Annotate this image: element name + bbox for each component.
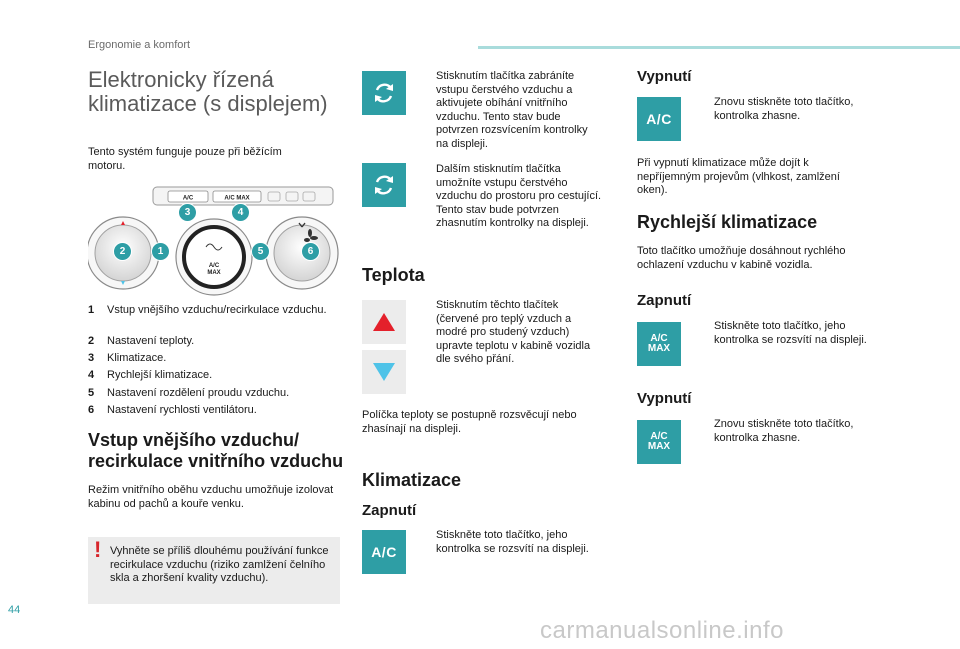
recirc-heading: Vstup vnějšího vzduchu/ recirkulace vnit… (88, 430, 343, 472)
page-title: Elektronicky řízená klimatizace (s displ… (88, 68, 328, 116)
panel-badge-2: 2 (113, 242, 132, 261)
panel-badge-1: 1 (151, 242, 170, 261)
legend-text: Nastavení rozdělení proudu vzduchu. (107, 387, 290, 399)
acmax-line2: MAX (647, 441, 671, 452)
acmax-line1: A/C (650, 431, 668, 442)
page-number: 44 (8, 604, 21, 616)
vypnuti-bullet-text: Znovu stiskněte toto tlačítko, kontrolka… (714, 96, 854, 122)
legend-item-4: 4 Rychlejší klimatizace. (88, 369, 327, 383)
recirc-bullet-2: Dalším stisknutím tlačítka umožníte vstu… (418, 163, 603, 231)
legend-number: 6 (88, 404, 95, 416)
legend-text: Nastavení teploty. (107, 335, 195, 347)
panel-ac-label: A/C (183, 196, 194, 202)
recirc-button-image-2 (362, 163, 406, 207)
ac-off-button-image: A/C (637, 97, 681, 141)
header-divider (478, 46, 960, 49)
legend-number: 3 (88, 352, 95, 364)
vypnuti2-heading: Vypnutí (637, 390, 692, 407)
legend-item-3: 3 Klimatizace. (88, 352, 327, 366)
zapnuti-bullet: Stiskněte toto tlačítko, jeho kontrolka … (696, 320, 886, 347)
legend-item-5: 5 Nastavení rozdělení proudu vzduchu. (88, 387, 327, 401)
climate-panel-drawing: A/C A/C MAX A/C MAX (86, 186, 339, 296)
recirc-heading-line2: recirkulace vnitřního vzduchu (88, 451, 344, 471)
legend-number: 4 (88, 369, 95, 381)
legend-item-1: 1 Vstup vnějšího vzduchu/recirkulace vzd… (88, 304, 327, 318)
rychlejsi-heading: Rychlejší klimatizace (637, 212, 818, 232)
recirc-bullet-1-text: Stisknutím tlačítka zabráníte vstupu čer… (436, 70, 588, 150)
panel-badge-4: 4 (231, 203, 250, 222)
acmax-line1: A/C (650, 333, 668, 344)
page-title-line2: klimatizace (s displejem) (88, 91, 328, 116)
intro-text: Tento systém funguje pouze při běžícím m… (88, 146, 282, 172)
legend-number: 1 (88, 304, 95, 316)
recirc-button-image (362, 71, 406, 115)
vypnuti-heading: Vypnutí (637, 68, 692, 85)
recirc-bullet-2-text: Dalším stisknutím tlačítka umožníte vstu… (436, 163, 602, 229)
vypnuti2-bullet: Znovu stiskněte toto tlačítko, kontrolka… (696, 418, 881, 445)
warning-box: ! Vyhněte se příliš dlouhému používání f… (88, 537, 340, 604)
climate-panel-illustration: A/C A/C MAX A/C MAX 3 4 2 1 5 6 (86, 185, 340, 297)
panel-knob-max-label: MAX (207, 270, 220, 276)
recirc-bullet-1: Stisknutím tlačítka zabráníte vstupu čer… (418, 70, 600, 151)
teplota-bullet-text: Stisknutím těchto tlačítek (červené pro … (436, 299, 591, 365)
legend-text: Vstup vnějšího vzduchu/recirkulace vzduc… (107, 304, 327, 316)
legend-text: Klimatizace. (107, 352, 167, 364)
legend-text: Nastavení rychlosti ventilátoru. (107, 404, 257, 416)
panel-badge-5: 5 (251, 242, 270, 261)
panel-knob-ac-label: A/C (209, 263, 220, 269)
ac-button-image: A/C (362, 530, 406, 574)
warning-text: Vyhněte se příliš dlouhému používání fun… (110, 545, 329, 584)
teplota-bullet: Stisknutím těchto tlačítek (červené pro … (418, 299, 603, 367)
legend-number: 5 (88, 387, 95, 399)
acmax-off-button-image: A/C MAX (637, 420, 681, 464)
klimatizace-zapnuti-bullet: Stiskněte toto tlačítko, jeho kontrolka … (418, 529, 608, 556)
temp-up-button-image (362, 300, 406, 344)
zapnuti-heading: Zapnutí (637, 292, 692, 309)
recirc-heading-line1: Vstup vnějšího vzduchu/ (88, 430, 300, 450)
panel-badge-3: 3 (178, 203, 197, 222)
klimatizace-zapnuti-heading: Zapnutí (362, 502, 417, 519)
recirculation-icon (375, 175, 393, 195)
triangle-up-red-icon (373, 313, 395, 331)
recirculation-icon (375, 83, 393, 103)
panel-badge-6: 6 (301, 242, 320, 261)
teplota-heading: Teplota (362, 265, 425, 285)
vypnuti2-bullet-text: Znovu stiskněte toto tlačítko, kontrolka… (714, 418, 854, 444)
legend-item-2: 2 Nastavení teploty. (88, 335, 327, 349)
rychlejsi-text: Toto tlačítko umožňuje dosáhnout rychléh… (637, 245, 846, 271)
legend-text: Rychlejší klimatizace. (107, 369, 213, 381)
klimatizace-heading: Klimatizace (362, 470, 462, 490)
teplota-note: Políčka teploty se postupně rozsvěcují n… (362, 409, 577, 435)
section-header: Ergonomie a komfort (88, 39, 191, 51)
triangle-down-blue-icon (373, 363, 395, 381)
recirc-text: Režim vnitřního oběhu vzduchu umožňuje i… (88, 484, 334, 510)
panel-acmax-label: A/C MAX (224, 196, 249, 202)
legend-item-6: 6 Nastavení rychlosti ventilátoru. (88, 404, 327, 418)
legend-number: 2 (88, 335, 95, 347)
klimatizace-zapnuti-text: Stiskněte toto tlačítko, jeho kontrolka … (436, 529, 589, 555)
temp-down-button-image (362, 350, 406, 394)
page-title-line1: Elektronicky řízená (88, 67, 274, 92)
acmax-line2: MAX (647, 343, 671, 354)
acmax-button-image: A/C MAX (637, 322, 681, 366)
zapnuti-bullet-text: Stiskněte toto tlačítko, jeho kontrolka … (714, 320, 867, 346)
vypnuti-note: Při vypnutí klimatizace může dojít k nep… (637, 157, 840, 196)
vypnuti-bullet: Znovu stiskněte toto tlačítko, kontrolka… (696, 96, 881, 123)
watermark: carmanualsonline.info (540, 617, 784, 644)
warning-icon: ! (94, 537, 102, 562)
